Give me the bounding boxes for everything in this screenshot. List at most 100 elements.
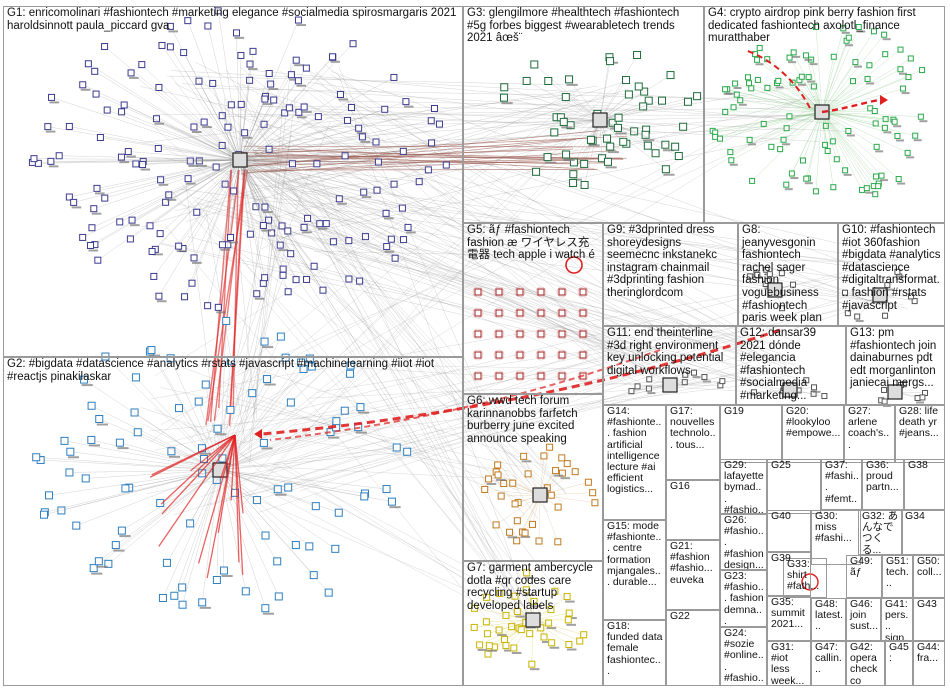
group-panel-g45[interactable]: G45: xyxy=(885,641,913,686)
group-panel-g46[interactable]: G46: join sust... xyxy=(846,598,881,641)
node-g4 xyxy=(732,80,739,87)
group-panel-g29[interactable]: G29: lafayette bymad... #fashio... xyxy=(720,459,767,514)
node-g2 xyxy=(147,346,156,355)
node-g7 xyxy=(513,608,521,616)
node-g5 xyxy=(537,330,545,338)
node-g2 xyxy=(273,557,282,566)
group-panel-g50[interactable]: G50: coll... xyxy=(913,555,945,598)
group-panel-g35[interactable]: G35: summit 2021... xyxy=(767,596,811,641)
node-g1 xyxy=(124,148,132,156)
node-g10 xyxy=(894,268,901,275)
group-panel-g21[interactable]: G21: #fashion #fashio... euveka xyxy=(666,540,720,610)
group-panel-g26[interactable]: G26: #fashio... #fashion design... xyxy=(720,514,767,570)
group-panel-g11[interactable]: G11: end theinterline #3d right environm… xyxy=(603,326,736,405)
node-g1 xyxy=(387,235,395,243)
cross-edge xyxy=(257,106,846,132)
group-panel-g41[interactable]: G41: pers... sign... xyxy=(881,598,913,641)
group-panel-g37[interactable]: G37: #fashi... #femt... xyxy=(821,459,862,510)
cluster-edge-g3 xyxy=(535,119,601,172)
cluster-edge-g1 xyxy=(239,107,352,161)
cluster-edge-g1 xyxy=(88,63,241,161)
group-panel-g17[interactable]: G17: nouvelles technolo... tous... xyxy=(666,405,720,480)
cluster-edge-g1 xyxy=(239,159,447,166)
group-panel-g40[interactable]: G40 xyxy=(767,510,811,552)
node-g5 xyxy=(516,351,524,359)
node-label-mark xyxy=(302,110,312,113)
cross-edge xyxy=(174,83,658,332)
group-panel-g18[interactable]: G18: funded data female fashiontec... xyxy=(603,620,666,686)
group-panel-g13[interactable]: G13: pm #fashiontech join dainaburnes pd… xyxy=(846,326,945,405)
cross-edge xyxy=(140,407,246,444)
group-panel-g6[interactable]: G6: wwd tech forum karinnanobbs farfetch… xyxy=(463,394,603,561)
cluster-edge-g1 xyxy=(156,118,241,161)
group-panel-g5[interactable]: G5: ãƒ #fashiontech fashion æ ワイヤレス充電器 t… xyxy=(463,223,603,394)
cluster-edge-g2 xyxy=(91,405,221,471)
group-panel-g7[interactable]: G7: garment ambercycle dotla #qr codes c… xyxy=(463,561,603,686)
group-panel-g12[interactable]: G12: dansar39 2021 dónde #elegancia #fas… xyxy=(736,326,846,405)
group-panel-g48[interactable]: G48: latest... xyxy=(811,598,846,641)
cluster-edge-g2 xyxy=(219,447,397,471)
group-panel-g15[interactable]: G15: mode #fashionte... centre formation… xyxy=(603,520,666,620)
node-g1 xyxy=(259,222,267,230)
group-panel-g22[interactable]: G22 xyxy=(666,610,720,686)
group-panel-g47[interactable]: G47: callin... xyxy=(811,641,846,686)
group-panel-g32[interactable]: G32: あんなでつくる... xyxy=(858,510,903,555)
node-g4 xyxy=(872,120,879,127)
group-panel-g39[interactable]: G39 xyxy=(767,552,811,596)
group-panel-g51[interactable]: G51: tech... xyxy=(882,555,913,598)
group-panel-g19[interactable]: G19 xyxy=(720,405,782,463)
cluster-edge-g1 xyxy=(239,98,266,161)
self-loop xyxy=(565,256,583,274)
group-panel-g9[interactable]: G9: #3dprinted dress shoreydesigns seeme… xyxy=(603,223,738,326)
group-panel-g14[interactable]: G14: #fashionte... fashion artificial in… xyxy=(603,405,666,520)
group-panel-g38[interactable]: G38 xyxy=(904,459,945,510)
group-panel-g44[interactable]: G44: fra... xyxy=(913,641,945,686)
group-panel-g1[interactable]: G1: enricomolinari #fashiontech #marketi… xyxy=(3,6,463,357)
cross-edge xyxy=(176,360,623,370)
group-panel-g20[interactable]: G20: #lookyloo #empowe... xyxy=(782,405,844,463)
group-panel-g28[interactable]: G28: life death yr #jeans... xyxy=(895,405,945,463)
group-panel-g36[interactable]: G36: proud partn... xyxy=(862,459,904,510)
group-panel-g16[interactable]: G16 xyxy=(666,480,720,540)
node-g2 xyxy=(263,375,272,384)
group-panel-g3[interactable]: G3: glengilmore #healthtech #fashiontech… xyxy=(463,6,704,223)
node-g1 xyxy=(294,16,302,24)
cluster-edge-g1 xyxy=(239,120,348,161)
group-panel-g8[interactable]: G8: jeanyvesgonin fashiontech rachel sag… xyxy=(738,223,838,326)
cluster-edge-g1 xyxy=(239,120,432,161)
group-panel-g43[interactable]: G43 xyxy=(913,598,945,641)
group-panel-g24[interactable]: G24: #sozie #online... #fashio... xyxy=(720,627,767,686)
node-g6 xyxy=(535,537,543,545)
group-panel-g25[interactable]: G25 xyxy=(767,459,821,514)
cross-edge xyxy=(336,258,549,513)
cluster-edge-g1 xyxy=(160,159,241,234)
cross-edge xyxy=(155,114,831,116)
group-label-g39: G39 xyxy=(771,552,791,564)
node-g1 xyxy=(84,60,92,68)
node-g3 xyxy=(693,92,702,101)
group-panel-g42[interactable]: G42: operacheckco brai... prod... xyxy=(846,641,885,686)
cross-edge xyxy=(257,398,525,501)
cluster-edge-g1 xyxy=(239,104,242,161)
group-panel-g23[interactable]: G23: #fashio... fashion demna... xyxy=(720,570,767,627)
node-g6 xyxy=(571,468,579,476)
node-ring-g5 xyxy=(535,328,547,340)
group-panel-g2[interactable]: G2: #bigdata #datascience #analytics #rs… xyxy=(3,357,463,686)
group-panel-g34[interactable]: G34 xyxy=(901,510,945,555)
cross-edge xyxy=(285,95,816,237)
cluster-edge-g4 xyxy=(821,111,879,184)
cluster-edge-g1 xyxy=(158,159,241,297)
group-panel-g27[interactable]: G27: arlene coach's... xyxy=(844,405,895,463)
group-panel-g10[interactable]: G10: #fashiontech #iot 360fashion #bigda… xyxy=(838,223,945,326)
node-g4 xyxy=(871,108,878,115)
node-g7 xyxy=(523,569,531,577)
node-label-mark xyxy=(893,125,902,128)
node-ring-g5 xyxy=(514,307,526,319)
node-g2 xyxy=(87,435,96,444)
node-g1 xyxy=(253,290,261,298)
group-panel-g49[interactable]: G49: ãƒ xyxy=(846,555,882,598)
cluster-edge-g1 xyxy=(193,159,241,258)
node-g7 xyxy=(483,593,491,601)
group-panel-g31[interactable]: G31: #iot less week... xyxy=(767,641,811,686)
group-panel-g4[interactable]: G4: crypto airdrop pink berry fashion fi… xyxy=(704,6,945,223)
